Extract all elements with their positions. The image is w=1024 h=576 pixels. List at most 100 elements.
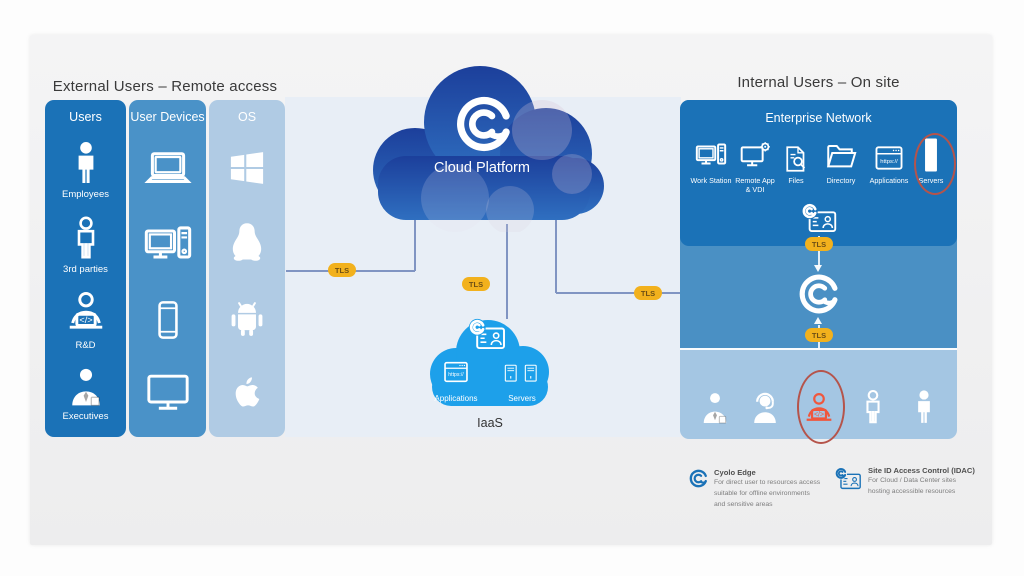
arrow-up-icon xyxy=(814,317,822,324)
internal-people-panel: </> xyxy=(680,348,957,444)
idac-icon xyxy=(799,202,839,235)
devices-column: User Devices xyxy=(129,100,206,437)
tls-badge: TLS xyxy=(634,286,662,300)
legend-line: and sensitive areas xyxy=(714,501,773,508)
device-monitor xyxy=(143,367,193,417)
cyolo-edge-logo-icon xyxy=(796,271,842,317)
legend-text: Site ID Access Control (IDAC) For Cloud … xyxy=(868,466,975,497)
tls-badge: TLS xyxy=(328,263,356,277)
support-headset-icon xyxy=(747,390,783,426)
cyolo-logo-icon xyxy=(452,92,516,156)
apple-icon xyxy=(225,370,269,414)
os-apple xyxy=(225,370,269,414)
device-smartphone xyxy=(146,298,190,342)
users-column-header: Users xyxy=(69,110,102,124)
external-users-title: External Users – Remote access xyxy=(52,78,278,95)
cyolo-logo-icon xyxy=(688,468,709,489)
device-workstation xyxy=(142,221,194,273)
user-executives: Executives xyxy=(62,365,109,423)
enterprise-network-title: Enterprise Network xyxy=(765,111,872,125)
enterprise-item-label: Remote App & VDI xyxy=(735,176,775,194)
files-icon xyxy=(781,144,811,174)
highlight-ellipse xyxy=(914,133,956,195)
users-column: Users Employees 3rd parties </> R&D Exec… xyxy=(45,100,126,437)
enterprise-remote-vdi: Remote App & VDI xyxy=(732,138,778,194)
laptop-icon xyxy=(142,144,194,196)
os-android xyxy=(225,296,269,340)
directory-icon xyxy=(824,140,858,174)
os-column: OS xyxy=(209,100,285,437)
user-rnd: </> R&D xyxy=(61,288,111,351)
user-label: 3rd parties xyxy=(63,263,108,275)
enterprise-files: Files xyxy=(776,138,816,186)
legend-title: Cyolo Edge xyxy=(714,468,756,477)
cloud-platform: Cloud Platform xyxy=(360,50,604,234)
cloud-shape xyxy=(373,66,604,234)
connector-iaas-vertical xyxy=(506,224,508,319)
person-solid-icon xyxy=(905,388,943,426)
smartphone-icon xyxy=(146,298,190,342)
os-column-header: OS xyxy=(237,110,257,124)
executive-icon xyxy=(697,390,733,426)
os-linux xyxy=(224,219,270,265)
enterprise-network-panel: Enterprise Network Work Station Remote A… xyxy=(680,100,957,246)
devices-column-items xyxy=(129,132,206,429)
os-column-items xyxy=(209,132,285,429)
devices-column-header: User Devices xyxy=(130,110,205,124)
enterprise-item-label: Work Station xyxy=(690,176,732,185)
person-outline-icon xyxy=(62,214,110,262)
enterprise-applications: https:// Applications xyxy=(864,138,914,186)
user-label: Executives xyxy=(62,411,109,423)
connector-idac-to-edge xyxy=(818,236,820,266)
legend-line: For direct user to resources access xyxy=(714,479,821,486)
connector-internal-vertical xyxy=(555,200,557,293)
connector-external-vertical xyxy=(414,200,416,271)
servers-icon xyxy=(502,364,542,384)
person-solid-icon xyxy=(62,139,110,187)
workstation-icon xyxy=(694,140,728,174)
monitor-icon xyxy=(143,367,193,417)
user-employees: Employees xyxy=(62,139,110,200)
iaas-label: IaaS xyxy=(477,416,503,430)
iaas-cloud: https:// Applications Servers IaaS xyxy=(420,306,560,438)
tls-badge: TLS xyxy=(462,277,490,291)
connector-internal-horizontal xyxy=(556,292,680,294)
os-windows xyxy=(226,147,268,189)
idac-icon xyxy=(466,318,508,352)
cloud-platform-label: Cloud Platform xyxy=(434,160,530,176)
highlight-ellipse xyxy=(797,370,845,444)
enterprise-directory: Directory xyxy=(818,138,864,186)
svg-text:https://: https:// xyxy=(448,372,464,378)
legend-title: Site ID Access Control (IDAC) xyxy=(868,466,975,475)
developer-laptop-icon: </> xyxy=(61,288,111,338)
legend-line: hosting accessible resources xyxy=(868,488,956,495)
tls-badge: TLS xyxy=(805,328,833,342)
executive-icon xyxy=(64,365,108,409)
windows-icon xyxy=(226,147,268,189)
enterprise-workstation: Work Station xyxy=(688,138,734,186)
user-label: Employees xyxy=(62,188,109,200)
workstation-icon xyxy=(142,221,194,273)
enterprise-item-label: Files xyxy=(788,176,804,185)
legend-site-idac: Site ID Access Control (IDAC) For Cloud … xyxy=(833,466,975,497)
users-column-items: Employees 3rd parties </> R&D Executives xyxy=(45,132,126,429)
linux-icon xyxy=(224,219,270,265)
internal-network-box: Enterprise Network Work Station Remote A… xyxy=(680,100,957,444)
idac-icon xyxy=(833,466,863,492)
android-icon xyxy=(225,296,269,340)
svg-text:https://: https:// xyxy=(880,159,898,165)
legend-line: For Cloud / Data Center sites xyxy=(868,477,957,484)
svg-text:</>: </> xyxy=(79,315,92,325)
user-third-parties: 3rd parties xyxy=(62,214,110,275)
legend-text: Cyolo Edge For direct user to resources … xyxy=(714,468,820,510)
person-outline-icon xyxy=(854,388,892,426)
iaas-servers-label: Servers xyxy=(508,394,536,403)
user-label: R&D xyxy=(75,340,96,352)
tls-badge: TLS xyxy=(805,237,833,251)
device-laptop xyxy=(142,144,194,196)
browser-icon: https:// xyxy=(873,142,905,174)
iaas-applications-label: Applications xyxy=(434,394,478,403)
enterprise-item-label: Applications xyxy=(869,176,909,185)
remote-vdi-icon xyxy=(738,140,772,174)
